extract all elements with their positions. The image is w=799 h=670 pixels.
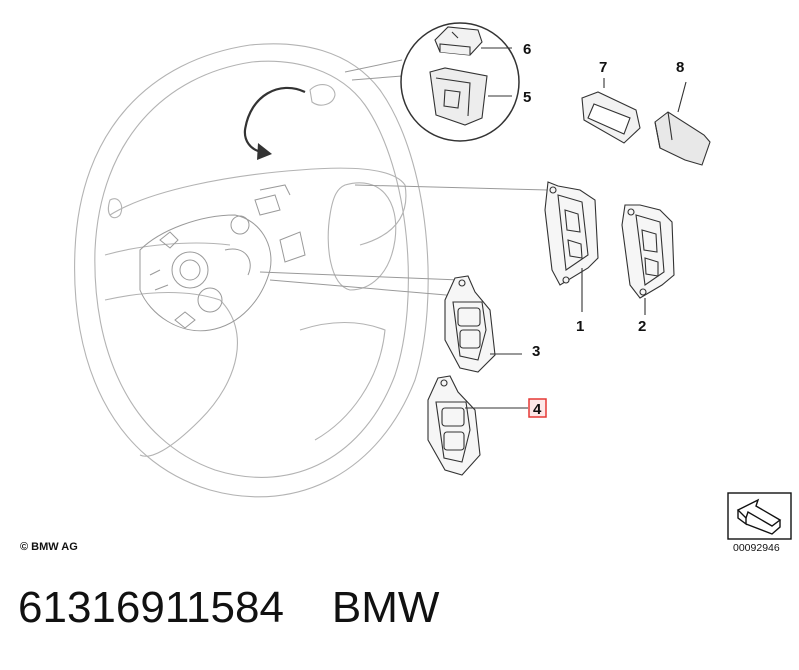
callout-5: 5 (523, 89, 531, 106)
figure-number: 00092946 (733, 542, 780, 554)
steering-wheel (74, 43, 429, 498)
part-6-cap (434, 26, 483, 56)
orientation-arrow-icon (727, 492, 792, 540)
part-7-trim (581, 78, 641, 144)
curved-arrow (243, 86, 306, 160)
detail-circle (400, 22, 520, 142)
callout-4-highlight[interactable]: 4 (528, 398, 547, 418)
brand-name: BMW (331, 583, 440, 632)
callout-1: 1 (576, 318, 584, 335)
part-8-cover (654, 81, 711, 166)
part-3-switch (444, 275, 522, 373)
callout-7: 7 (599, 59, 607, 76)
steering-hub (139, 184, 306, 332)
callout-2: 2 (638, 318, 646, 335)
part-number: 61316911584 (18, 583, 284, 632)
callout-4: 4 (533, 401, 542, 418)
callout-3: 3 (532, 343, 540, 360)
leader-lines (259, 59, 549, 297)
part-4-switch (427, 375, 528, 476)
callout-6: 6 (523, 41, 531, 58)
part-5-housing (429, 67, 488, 126)
part-2-switch (621, 204, 675, 315)
part-1-switch (544, 181, 599, 312)
callout-8: 8 (676, 59, 684, 76)
copyright-label: © BMW AG (20, 541, 78, 553)
part-title-line: 61316911584 BMW (18, 583, 439, 633)
